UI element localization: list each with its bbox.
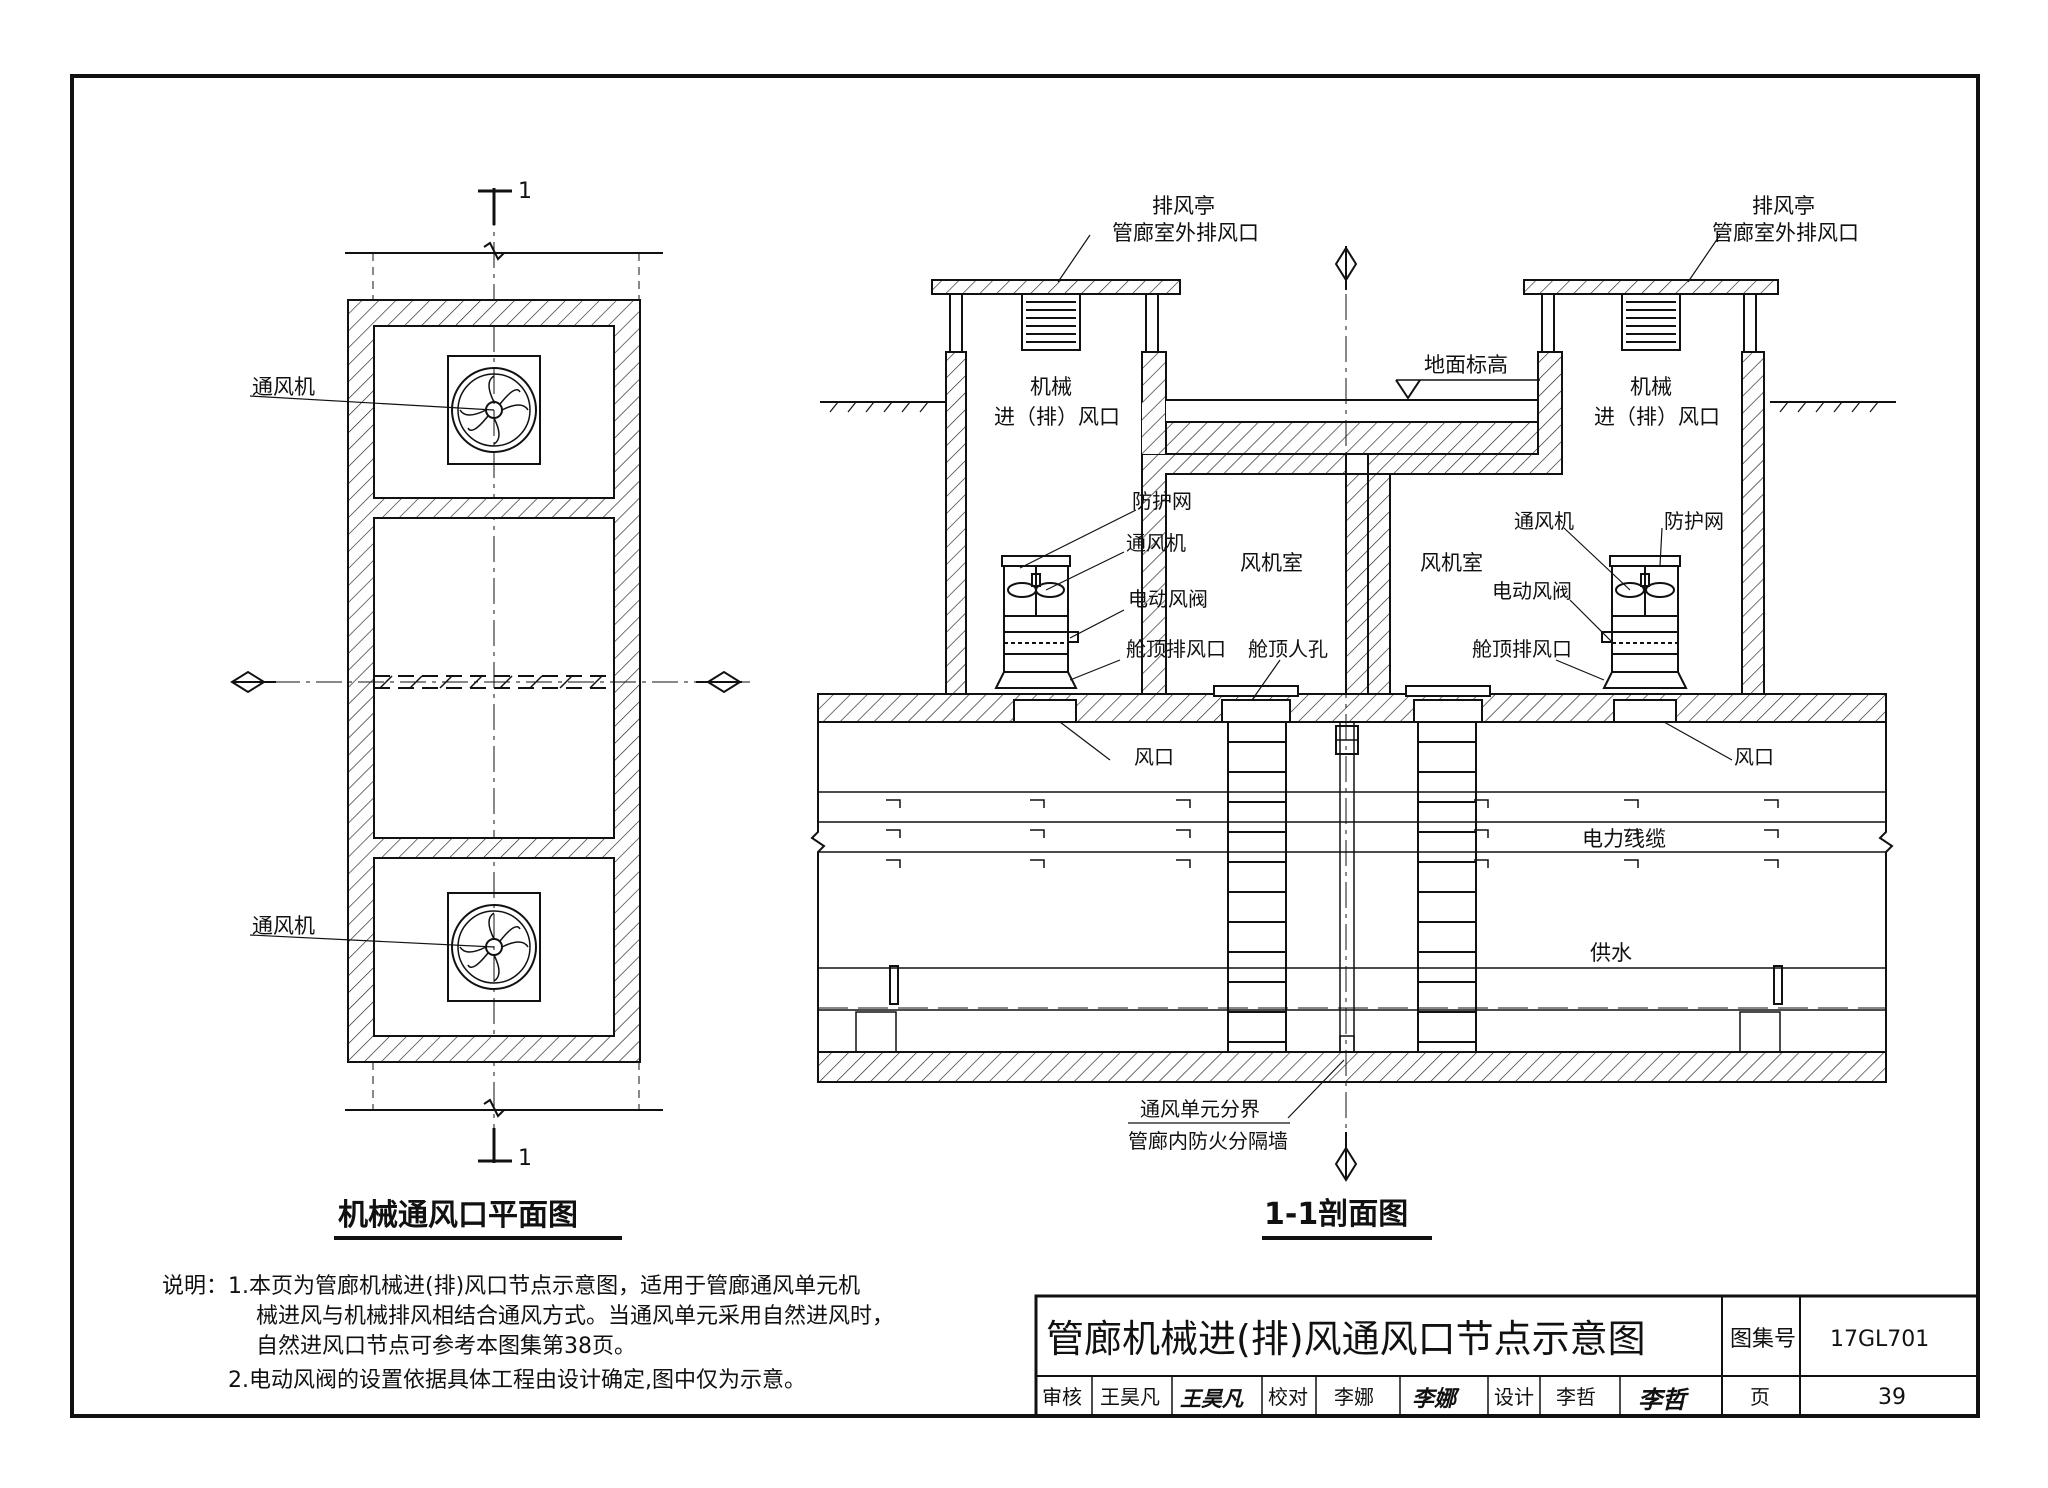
fan-unit-right bbox=[1601, 555, 1688, 689]
drawing-main-title: 管廊机械进(排)风通风口节点示意图 bbox=[1046, 1317, 1646, 1361]
ground-level-label: 地面标高 bbox=[1424, 353, 1508, 377]
review-label: 审核 bbox=[1042, 1385, 1082, 1409]
fan-label-bottom: 通风机 bbox=[252, 914, 315, 938]
note-line-1: 1.本页为管廊机械进(排)风口节点示意图，适用于管廊通风单元机 bbox=[228, 1274, 861, 1299]
label-roof-exhaust-left: 舱顶排风口 bbox=[1126, 637, 1226, 661]
check-label: 校对 bbox=[1268, 1385, 1308, 1409]
note-line-3: 自然进风口节点可参考本图集第38页。 bbox=[256, 1334, 636, 1359]
section-mark-top bbox=[478, 188, 512, 225]
kiosk-roof-left bbox=[931, 279, 1181, 295]
notes-prefix: 说明： bbox=[162, 1274, 229, 1299]
label-power-cable: 电力线缆 bbox=[1582, 827, 1666, 851]
kiosk-left-label-1: 排风亭 bbox=[1152, 194, 1215, 218]
section-mark-bottom bbox=[478, 1128, 512, 1163]
structure-wall bbox=[817, 1051, 1887, 1083]
axis-marker-right bbox=[696, 670, 742, 694]
label-fan-left: 通风机 bbox=[1126, 531, 1186, 555]
fan-room-left: 风机室 bbox=[1240, 551, 1303, 575]
ladder-left bbox=[1227, 720, 1287, 1052]
kiosk-right-label-1: 排风亭 bbox=[1752, 194, 1815, 218]
fan-icon bbox=[447, 892, 541, 1002]
atlas-no-label: 图集号 bbox=[1730, 1327, 1796, 1352]
mech-vent-right-2: 进（排）风口 bbox=[1594, 405, 1720, 429]
plan-wall bbox=[347, 299, 641, 1063]
label-vent-opening-right: 风口 bbox=[1734, 745, 1774, 769]
fan-unit-left bbox=[994, 555, 1079, 689]
checker-signature: 李娜 bbox=[1412, 1387, 1460, 1412]
atlas-no: 17GL701 bbox=[1830, 1327, 1929, 1352]
section-labels: 排风亭 管廊室外排风口 排风亭 管廊室外排风口 地面标高 机械 进（排）风口 机… bbox=[994, 194, 1859, 1153]
page-number: 39 bbox=[1878, 1385, 1906, 1410]
label-roof-manhole: 舱顶人孔 bbox=[1248, 637, 1328, 661]
section-view bbox=[810, 234, 1896, 1182]
axis-marker-left bbox=[230, 670, 276, 694]
axis-marker-top bbox=[1334, 246, 1358, 290]
manhole-cover-right bbox=[1405, 685, 1491, 697]
plan-title: 机械通风口平面图 bbox=[338, 1198, 578, 1233]
section-mark-top-label: 1 bbox=[518, 179, 532, 204]
reviewer-signature: 王昊凡 bbox=[1180, 1387, 1244, 1411]
designer-name: 李哲 bbox=[1556, 1385, 1596, 1409]
fan-label-top: 通风机 bbox=[252, 375, 315, 399]
label-roof-exhaust-right: 舱顶排风口 bbox=[1472, 637, 1572, 661]
fan-room-right: 风机室 bbox=[1420, 551, 1483, 575]
reviewer-name: 王昊凡 bbox=[1100, 1385, 1160, 1409]
page-label: 页 bbox=[1750, 1385, 1770, 1409]
ladder-right bbox=[1417, 720, 1477, 1052]
kiosk-left-label-2: 管廊室外排风口 bbox=[1112, 221, 1259, 245]
note-line-2: 械进风与机械排风相结合通风方式。当通风单元采用自然进风时， bbox=[256, 1304, 895, 1329]
structure-wall bbox=[817, 693, 1887, 723]
axis-marker-bottom bbox=[1334, 1132, 1358, 1182]
design-label: 设计 bbox=[1494, 1385, 1534, 1409]
label-water-supply: 供水 bbox=[1590, 941, 1632, 965]
plan-view: 1 1 bbox=[230, 179, 750, 1171]
mech-vent-left-2: 进（排）风口 bbox=[994, 405, 1120, 429]
manhole-cover-left bbox=[1213, 685, 1299, 697]
label-firewall: 管廊内防火分隔墙 bbox=[1128, 1129, 1288, 1153]
note-line-4: 2.电动风阀的设置依据具体工程由设计确定,图中仅为示意。 bbox=[228, 1368, 806, 1393]
designer-signature: 李哲 bbox=[1638, 1386, 1690, 1414]
louvre-right bbox=[1621, 293, 1681, 351]
kiosk-right-label-2: 管廊室外排风口 bbox=[1712, 221, 1859, 245]
label-protective-net-left: 防护网 bbox=[1132, 489, 1192, 513]
label-fan-right: 通风机 bbox=[1514, 509, 1574, 533]
mech-vent-right-1: 机械 bbox=[1630, 375, 1672, 399]
label-protective-net-right: 防护网 bbox=[1664, 509, 1724, 533]
label-damper-left: 电动风阀 bbox=[1128, 587, 1208, 611]
title-block bbox=[1034, 1294, 1980, 1418]
mech-vent-left-1: 机械 bbox=[1030, 375, 1072, 399]
kiosk-roof-right bbox=[1523, 279, 1779, 295]
section-mark-bottom-label: 1 bbox=[518, 1146, 532, 1171]
section-title: 1-1剖面图 bbox=[1264, 1197, 1408, 1232]
checker-name: 李娜 bbox=[1334, 1385, 1374, 1409]
louvre-left bbox=[1021, 293, 1081, 351]
label-vent-unit-boundary: 通风单元分界 bbox=[1140, 1097, 1260, 1121]
label-vent-opening-left: 风口 bbox=[1134, 745, 1174, 769]
drawing-frame bbox=[70, 74, 1980, 1418]
label-damper-right: 电动风阀 bbox=[1492, 579, 1572, 603]
